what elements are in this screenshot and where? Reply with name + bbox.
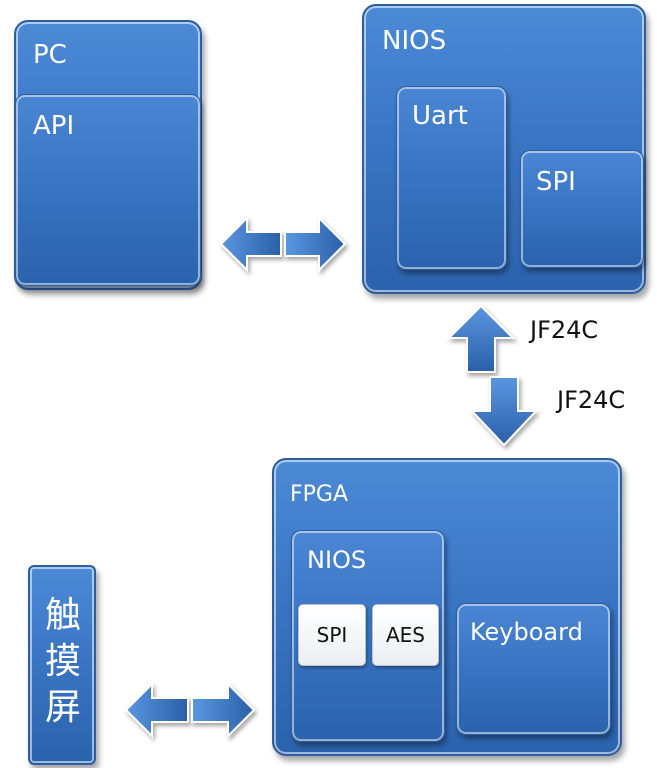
left-arrow-icon — [219, 215, 282, 273]
pc-title: PC — [33, 40, 67, 70]
touchscreen-char-1: 触 — [44, 595, 81, 636]
spi-top-box: SPI — [520, 150, 644, 268]
touchscreen-char-2: 摸 — [44, 641, 81, 682]
fpga-aes-chip: AES — [372, 604, 439, 666]
api-label: API — [33, 111, 75, 141]
api-box: API — [15, 94, 201, 286]
right-arrow-icon — [191, 681, 256, 739]
uart-box: Uart — [396, 86, 507, 270]
up-arrow-icon — [446, 304, 516, 373]
spi-top-label: SPI — [536, 167, 576, 197]
keyboard-box: Keyboard — [456, 603, 611, 735]
link-label-up: JF24C — [530, 316, 599, 344]
nios-top-title: NIOS — [382, 26, 447, 56]
down-arrow-icon — [469, 376, 539, 447]
fpga-aes-label: AES — [385, 623, 425, 647]
fpga-spi-chip: SPI — [298, 604, 366, 666]
link-label-down: JF24C — [557, 386, 626, 414]
right-arrow-icon — [284, 215, 347, 273]
touchscreen-label: 触 摸 屏 — [30, 593, 96, 731]
fpga-spi-label: SPI — [316, 623, 348, 647]
touchscreen-box: 触 摸 屏 — [28, 565, 96, 765]
left-arrow-icon — [124, 681, 189, 739]
fpga-nios-label: NIOS — [307, 546, 367, 574]
uart-label: Uart — [412, 101, 468, 131]
fpga-title: FPGA — [290, 482, 349, 507]
keyboard-label: Keyboard — [470, 618, 583, 646]
touchscreen-char-3: 屏 — [44, 687, 81, 728]
